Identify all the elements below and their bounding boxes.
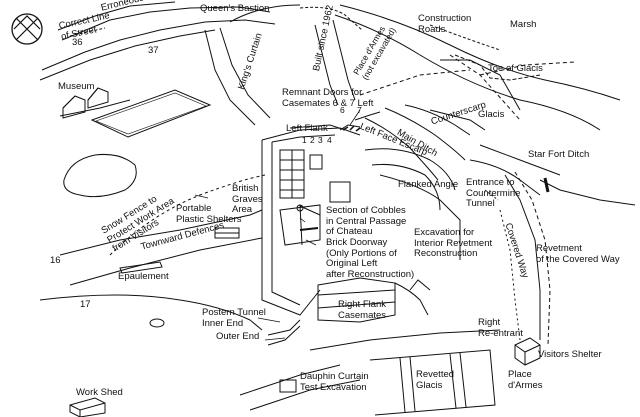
label-section-cobbles: Section of Cobbles in Central Passage of… [326,205,407,237]
left-flank-hatching [342,125,361,132]
label-right-flank-casemates: Right Flank Casemates [338,299,387,321]
casemate-number-6: 6 [340,105,345,115]
label-british-graves: British Graves Area [232,183,263,215]
label-toe-of-glacis: Toe of Glacis [488,63,543,74]
lot-number-36: 36 [72,37,83,48]
label-visitors-shelter: Visitors Shelter [538,349,602,360]
label-left-flank: Left Flank [286,123,328,134]
casemate-number-4: 4 [327,135,332,145]
queens-bastion-outline [229,4,301,23]
label-right-reentrant: Right Re-entrant [478,317,523,339]
label-glacis: Glacis [478,109,505,120]
chateau-structure [261,127,361,316]
built-since-road [314,19,356,106]
label-place-darmes-bottom: Place d'Armes [508,369,543,391]
covered-way-line [499,209,521,341]
label-portable-shelters: Portable Plastic Shelters [176,203,242,225]
parade-ground [90,89,212,138]
left-flank-structures [289,111,381,131]
casemate-number-7: 7 [357,105,362,115]
label-flanked-angle: Flanked Angle [398,179,459,190]
visitors-shelter-building [514,337,541,366]
epaulement-shape [119,261,163,274]
label-revetment-covered-way: Revetment of the Covered Way [536,243,620,265]
revetted-glacis-structures [239,329,501,416]
label-epaulement: Epaulement [118,271,169,282]
museum-buildings [59,87,131,119]
label-revetted-glacis: Revetted Glacis [416,369,455,391]
townward-defences-walls [39,209,263,331]
label-dauphin-curtain: Dauphin Curtain Test Excavation [300,371,369,393]
label-work-shed: Work Shed [76,387,123,398]
casemate-number-1: 1 [302,135,307,145]
lot-number-17: 17 [80,299,91,310]
label-museum: Museum [58,81,95,92]
label-construction-roads: Construction Roads [418,13,472,35]
lot-number-37: 37 [148,45,159,56]
work-shed-building [69,397,106,417]
leader-lines [194,109,361,341]
dauphin-test-pit [279,379,297,393]
label-brick-doorway: Brick Doorway (Only Portions of Original… [326,237,415,280]
label-remnant-doors: Remnant Doors for Casemates 6 & 7 Left [282,87,374,109]
label-star-fort-ditch: Star Fort Ditch [528,149,590,160]
label-queens-bastion: Queen's Bastion [200,3,270,14]
label-excavation-interior: Excavation for Interior Revetment Recons… [414,227,493,259]
label-marsh: Marsh [510,19,537,30]
survey-marker-icon [149,318,165,328]
casemate-number-2: 2 [310,135,315,145]
kings-curtain-walls [204,27,271,126]
toe-of-glacis-lines [359,54,576,121]
lot-number-16: 16 [50,255,61,266]
construction-roads [334,4,621,131]
right-ditches [379,144,636,346]
casemate-number-3: 3 [318,135,323,145]
excavation-blob [63,154,137,198]
north-arrow-icon [11,13,43,45]
snow-fence-line [109,174,266,256]
label-entrance-countermine: Entrance to Countermine Tunnel [466,177,521,209]
label-outer-end: Outer End [216,331,260,342]
right-flank-casemates [267,277,431,346]
streets [39,1,276,81]
label-postern-tunnel: Postern Tunnel Inner End [202,307,266,329]
